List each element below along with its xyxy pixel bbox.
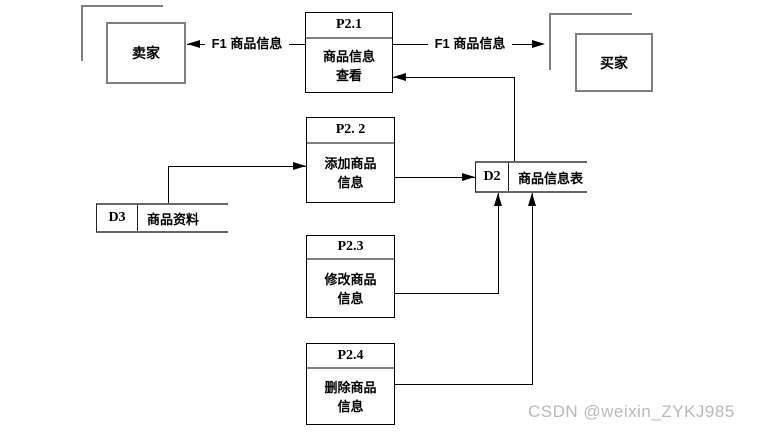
- buyer-corner-bracket: [549, 13, 632, 70]
- datastore-d3-id: D3: [97, 205, 138, 231]
- flow-label-f1-left: F1 商品信息: [205, 36, 289, 52]
- process-p2-2-name-line1: 添加商品: [324, 156, 377, 171]
- flow-p22-to-d2-line: [395, 177, 475, 179]
- flow-d2-to-p21-hline: [393, 77, 515, 79]
- flow-d3-to-p22-vline: [168, 166, 170, 203]
- datastore-d3-label: 商品资料: [147, 211, 200, 227]
- process-p2-2-name: 添加商品 信息: [307, 144, 394, 202]
- flow-d2-to-p21-arrowhead: [393, 72, 406, 81]
- process-p2-3-name-line2: 信息: [337, 290, 364, 306]
- flow-p24-to-d2-arrowhead: [527, 193, 536, 206]
- process-p2-3-name-line1: 修改商品: [324, 271, 377, 287]
- flow-label-f1-right: F1 商品信息: [428, 36, 512, 52]
- entity-buyer-label: 买家: [600, 54, 628, 71]
- process-p2-2-id: P2. 2: [307, 118, 394, 144]
- seller-corner-bracket: [81, 5, 163, 61]
- process-p2-4: P2.4 删除商品 信息: [306, 343, 395, 425]
- process-p2-3: P2.3 修改商品 信息: [306, 235, 395, 318]
- process-p2-3-id: P2.3: [307, 236, 394, 260]
- flow-p22-to-d2-arrowhead: [462, 172, 475, 181]
- flow-p23-to-d2-hline: [395, 293, 499, 295]
- flow-p21-to-seller-arrowhead: [187, 39, 200, 48]
- datastore-d2-label: 商品信息表: [518, 170, 584, 186]
- entity-seller: 卖家: [106, 22, 186, 84]
- flow-d3-to-p22-arrowhead: [293, 161, 306, 170]
- entity-buyer: 买家: [575, 33, 653, 92]
- process-p2-1-id: P2.1: [306, 13, 392, 39]
- process-p2-2-name-line2: 信息: [337, 175, 364, 190]
- datastore-d2-id: D2: [476, 163, 509, 191]
- flow-p23-to-d2-vline: [498, 193, 500, 293]
- process-p2-2: P2. 2 添加商品 信息: [306, 117, 395, 203]
- process-p2-1-name-line2: 查看: [335, 67, 362, 83]
- flow-p21-to-buyer-arrowhead: [532, 39, 545, 48]
- process-p2-1: P2.1 商品信息 查看: [305, 12, 393, 93]
- process-p2-1-name-line1: 商品信息: [322, 48, 375, 64]
- process-p2-1-name: 商品信息 查看: [306, 39, 392, 92]
- flow-p23-to-d2-arrowhead: [493, 193, 502, 206]
- datastore-d3: D3 商品资料: [96, 203, 228, 233]
- process-p2-4-id: P2.4: [307, 344, 394, 369]
- flow-p24-to-d2-vline: [532, 193, 534, 384]
- process-p2-4-name-line1: 删除商品: [324, 379, 377, 395]
- process-p2-4-name-line2: 信息: [337, 398, 364, 414]
- datastore-d2: D2 商品信息表: [475, 161, 587, 193]
- process-p2-3-name: 修改商品 信息: [307, 260, 394, 317]
- flow-d3-to-p22-hline: [168, 166, 306, 168]
- flow-d2-to-p21-vline: [514, 77, 516, 161]
- entity-seller-label: 卖家: [132, 45, 160, 61]
- csdn-watermark: CSDN @weixin_ZYKJ985: [528, 402, 735, 421]
- process-p2-4-name: 删除商品 信息: [307, 369, 394, 424]
- flow-p24-to-d2-hline: [395, 384, 533, 386]
